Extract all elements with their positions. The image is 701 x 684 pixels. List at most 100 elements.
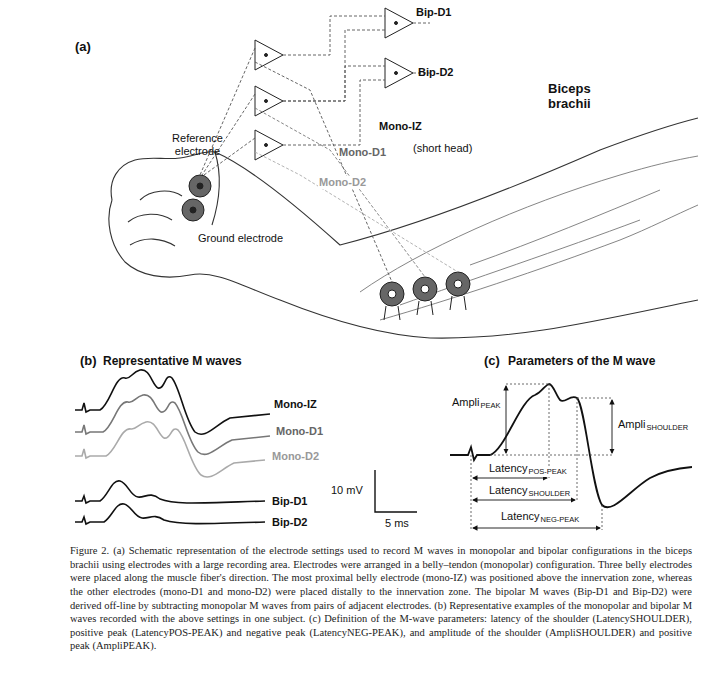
belly-electrodes-part	[446, 272, 470, 296]
panel-title: Representative M waves	[103, 355, 242, 369]
parameter-name: Ampli	[617, 418, 647, 431]
amplifier-symbols-part	[265, 54, 268, 57]
belly-electrodes-part	[413, 277, 437, 301]
biceps-muscle-part	[360, 156, 698, 292]
arm-outline-part	[212, 152, 219, 225]
amplifier-wires-part	[283, 30, 385, 101]
parameter-arrows-part	[612, 400, 613, 453]
m-wave-parameter-trace	[450, 384, 692, 507]
reference-electrode	[189, 175, 211, 197]
parameter-subscript: PEAK	[481, 402, 501, 411]
muscle-part-name: (short head)	[412, 142, 473, 155]
belly-electrodes-part	[380, 282, 404, 306]
belly-electrodes-part	[454, 280, 462, 288]
amplifier-symbols-part	[265, 144, 268, 147]
scale-bar-part	[375, 470, 417, 512]
amplifier-symbols-part	[265, 100, 268, 103]
parameter-name: Latency	[500, 510, 541, 523]
channel-name: Mono-D1	[338, 146, 387, 159]
m-wave-traces	[75, 370, 270, 524]
amplifier-symbols-part	[385, 8, 413, 38]
amplifier-symbols-part	[255, 130, 283, 160]
parameter-guides-part	[490, 455, 612, 456]
channel-name: Mono-IZ	[378, 120, 423, 133]
belly-electrodes-part	[421, 285, 429, 293]
ground-electrode	[182, 199, 204, 221]
amplifier-symbols	[255, 8, 413, 160]
parameter-guides	[471, 384, 612, 530]
panel-letter: (a)	[75, 40, 91, 55]
belly-electrodes	[380, 272, 470, 320]
amplifier-wires-part	[255, 62, 392, 282]
amplifier-wires-part	[283, 66, 385, 101]
parameter-guides-part	[577, 398, 578, 502]
amplifier-wires-part	[413, 23, 430, 24]
parameter-arrows-part	[473, 478, 547, 479]
amplifier-symbols-part	[255, 86, 283, 116]
electrode-label: Reference electrode	[160, 132, 235, 157]
parameter-guides-part	[577, 398, 612, 399]
reference-electrode-part	[197, 183, 203, 189]
parameter-subscript: NEG-PEAK	[541, 516, 580, 525]
amplifier-wires-part	[283, 16, 385, 55]
amplifier-symbols-part	[385, 58, 413, 88]
ground-electrode-part	[182, 199, 204, 221]
arm-outline-part	[130, 239, 175, 246]
trace-label: Bip-D1	[272, 495, 307, 508]
parameter-arrows	[473, 386, 612, 528]
parameter-guides-part	[506, 384, 549, 385]
channel-name: Mono-D2	[318, 176, 367, 189]
amplifier-wires-part	[283, 80, 385, 145]
m-wave-traces-part	[75, 481, 265, 503]
panel-letter: (c)	[484, 354, 500, 369]
amplifier-symbols-part	[395, 72, 398, 75]
trace-label: Mono-IZ	[274, 398, 317, 411]
parameter-name: Latency	[488, 484, 529, 497]
parameter-guides-part	[549, 384, 550, 480]
parameter-name: Latency	[488, 462, 529, 475]
amplifier-wires-part	[255, 108, 425, 277]
belly-electrodes-part	[388, 290, 396, 298]
arm-outline-part	[140, 191, 182, 200]
arm-outline	[109, 118, 698, 338]
ground-electrode-part	[190, 207, 196, 213]
scale-value: 10 mV	[331, 484, 363, 497]
parameter-arrows-part	[473, 528, 600, 529]
parameter-subscript: SHOULDER	[647, 424, 689, 433]
parameter-arrows-part	[473, 500, 575, 501]
parameter-arrows-part	[506, 386, 507, 453]
arm-outline-part	[128, 214, 172, 222]
trace-label: Bip-D2	[272, 516, 307, 529]
m-wave-parameter-trace-part	[450, 384, 692, 507]
biceps-muscle-part	[380, 205, 698, 320]
parameter-subscript: POS-PEAK	[529, 468, 567, 477]
arm-outline-part	[111, 118, 698, 245]
biceps-muscle-part	[400, 220, 640, 305]
m-wave-traces-part	[75, 504, 265, 524]
biceps-muscle	[360, 156, 698, 320]
scale-bar	[375, 470, 417, 512]
parameter-name: Ampli	[451, 396, 481, 409]
signal-name: Bip-D2	[418, 66, 453, 79]
panel-letter: (b)	[80, 354, 97, 369]
amplifier-symbols-part	[395, 22, 398, 25]
arm-outline-part	[109, 200, 698, 338]
muscle-name: Biceps brachii	[548, 82, 608, 112]
parameter-guides-part	[471, 455, 472, 530]
reference-electrode-part	[189, 175, 211, 197]
electrode-label: Ground electrode	[198, 232, 283, 245]
panel-title: Parameters of the M wave	[508, 355, 655, 369]
scale-value: 5 ms	[385, 517, 409, 530]
m-wave-traces-part	[75, 422, 265, 477]
signal-name: Bip-D1	[416, 6, 451, 19]
belly-electrodes-part	[384, 296, 466, 320]
biceps-muscle-part	[470, 190, 660, 265]
amplifier-wires-part	[255, 152, 458, 272]
amplifier-symbols-part	[255, 40, 283, 70]
parameter-subscript: SHOULDER	[529, 490, 571, 499]
parameter-guides-part	[602, 505, 603, 530]
trace-label: Mono-D2	[272, 450, 319, 463]
m-wave-traces-part	[75, 395, 270, 455]
figure-caption: Figure 2. (a) Schematic representation o…	[70, 544, 692, 653]
trace-label: Mono-D1	[276, 425, 323, 438]
